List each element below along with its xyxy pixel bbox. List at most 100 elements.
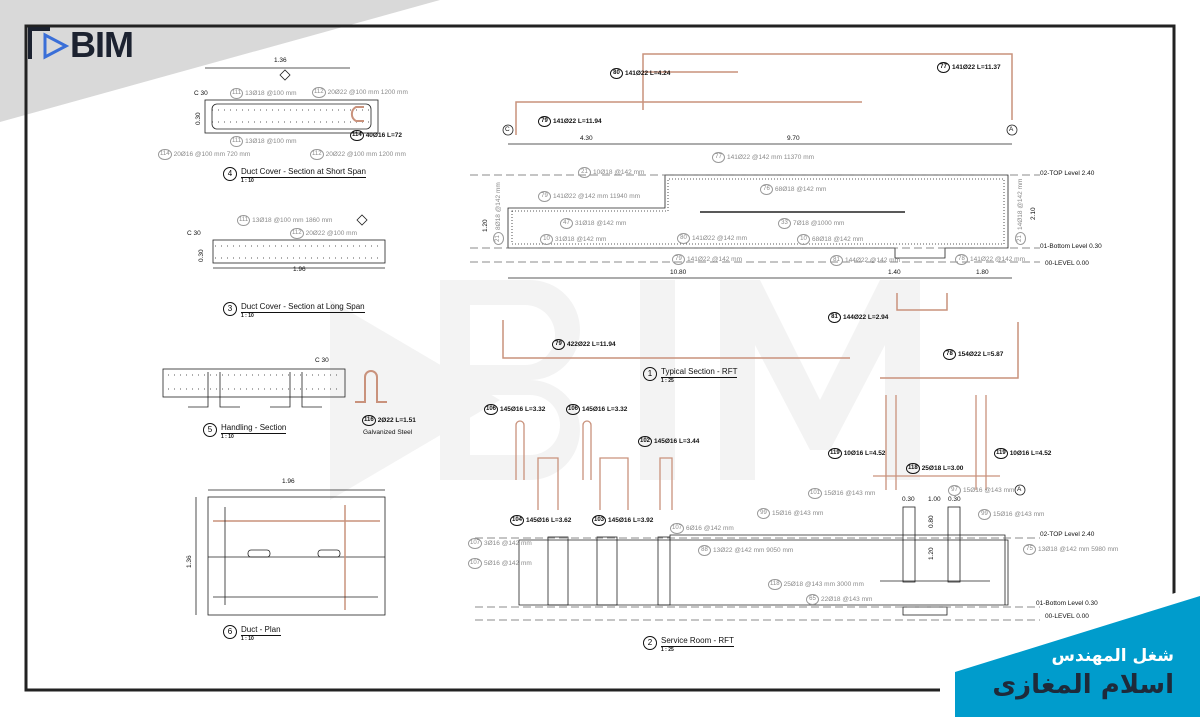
tag-number: 75 <box>1023 544 1036 555</box>
annotation-text: C <box>505 126 510 133</box>
tag-number: 47 <box>560 218 573 229</box>
tag-text: 144Ø22 L=2.94 <box>843 314 889 321</box>
tag-number: 102 <box>638 436 653 447</box>
tag-text: 141Ø22 @142 mm 11370 mm <box>727 154 815 161</box>
annotation-text: 1.36 <box>274 57 287 64</box>
tag-number: 78 <box>943 349 956 360</box>
tag-number: 107 <box>468 538 483 549</box>
logo-text: BIM <box>28 24 134 66</box>
annotation-text: C 30 <box>187 230 201 237</box>
tag-text: 10Ø16 L=4.52 <box>1009 450 1052 457</box>
tag-text: 22Ø18 @143 mm <box>821 596 873 603</box>
annotation-text: 01-Bottom Level 0.30 <box>1040 243 1102 250</box>
tag-text: 141Ø22 @142 mm <box>970 256 1026 263</box>
tag-number: 65 <box>806 594 819 605</box>
tag-text: 145Ø16 L=3.92 <box>608 517 654 524</box>
tag-text: 31Ø18 @142 mm <box>575 220 627 227</box>
tag-number: 33 <box>778 218 791 229</box>
annotation-text: 1.20 <box>928 547 935 560</box>
annotation-text: 10.80 <box>670 269 687 276</box>
tag-number: 119 <box>828 448 842 459</box>
tag-number: 104 <box>510 515 525 526</box>
tag-text: 13Ø18 @100 mm <box>245 90 297 97</box>
annotation-text: 00-LEVEL 0.00 <box>1045 613 1089 620</box>
tag-number: 114 <box>350 130 364 141</box>
tag-text: 145Ø16 L=3.32 <box>582 406 628 413</box>
tag-number: 111 <box>237 215 251 226</box>
annotation-text: Galvanized Steel <box>363 429 413 436</box>
annotation-text: 0.30 <box>198 249 205 262</box>
name-ribbon <box>955 596 1200 717</box>
sheet-frame <box>24 24 1176 692</box>
view-number: 3 <box>223 302 237 316</box>
tag-number: 10 <box>797 234 810 245</box>
tag-number: 118 <box>768 579 782 590</box>
view-number: 2 <box>643 636 657 650</box>
tag-text: 144Ø22 @142 mm <box>845 257 901 264</box>
engineer-label: شغل المهندس <box>1051 646 1174 666</box>
annotation-text: 01-Bottom Level 0.30 <box>1036 600 1098 607</box>
tag-text: 145Ø16 L=3.44 <box>654 438 700 445</box>
tag-number: 106 <box>566 404 581 415</box>
tag-number: 78 <box>955 254 968 265</box>
tag-number: 80 <box>677 233 690 244</box>
watermark-logo <box>330 280 920 500</box>
view-scale: 1 : 25 <box>661 647 674 653</box>
tag-text: 10Ø16 L=4.52 <box>843 450 886 457</box>
annotation-text: C 30 <box>194 90 208 97</box>
tag-number: 81 <box>830 255 843 266</box>
tag-number: 88 <box>698 545 711 556</box>
tag-text: 68Ø18 @142 mm <box>775 186 827 193</box>
tag-number: 79 <box>538 116 551 127</box>
view-number: 4 <box>223 167 237 181</box>
view-6-drawing <box>195 489 386 616</box>
annotation-text: 02-TOP Level 2.40 <box>1040 170 1095 177</box>
annotation-text: 1.20 <box>482 219 489 232</box>
tag-text: 6Ø16 @142 mm <box>686 525 734 532</box>
tag-number: 99 <box>757 508 770 519</box>
logo-icon <box>28 27 70 60</box>
tag-text: 141Ø22 L=4.24 <box>625 70 671 77</box>
engineer-name: اسلام المغازى <box>992 670 1174 700</box>
tag-number: 21 <box>493 232 504 245</box>
tag-text: 13Ø18 @100 mm <box>245 138 297 145</box>
annotation-text: 1.00 <box>928 496 941 503</box>
tag-text: 68Ø18 @142 mm <box>812 236 864 243</box>
corner-wedge <box>0 0 440 122</box>
tag-number: 10 <box>540 234 553 245</box>
tag-number: 97 <box>948 485 961 496</box>
tag-number: 79 <box>672 254 685 265</box>
tag-number: 76 <box>760 184 773 195</box>
tag-number: 79 <box>552 339 565 350</box>
tag-text: 15Ø16 @143 mm <box>824 490 876 497</box>
tag-text: 5Ø16 @142 mm <box>484 560 532 567</box>
tag-text: 10Ø18 @142 mm <box>593 169 645 176</box>
tag-number: 79 <box>538 191 551 202</box>
view-name: Duct Cover - Section at Short Span <box>241 167 366 178</box>
annotation-text: 1.40 <box>888 269 901 276</box>
